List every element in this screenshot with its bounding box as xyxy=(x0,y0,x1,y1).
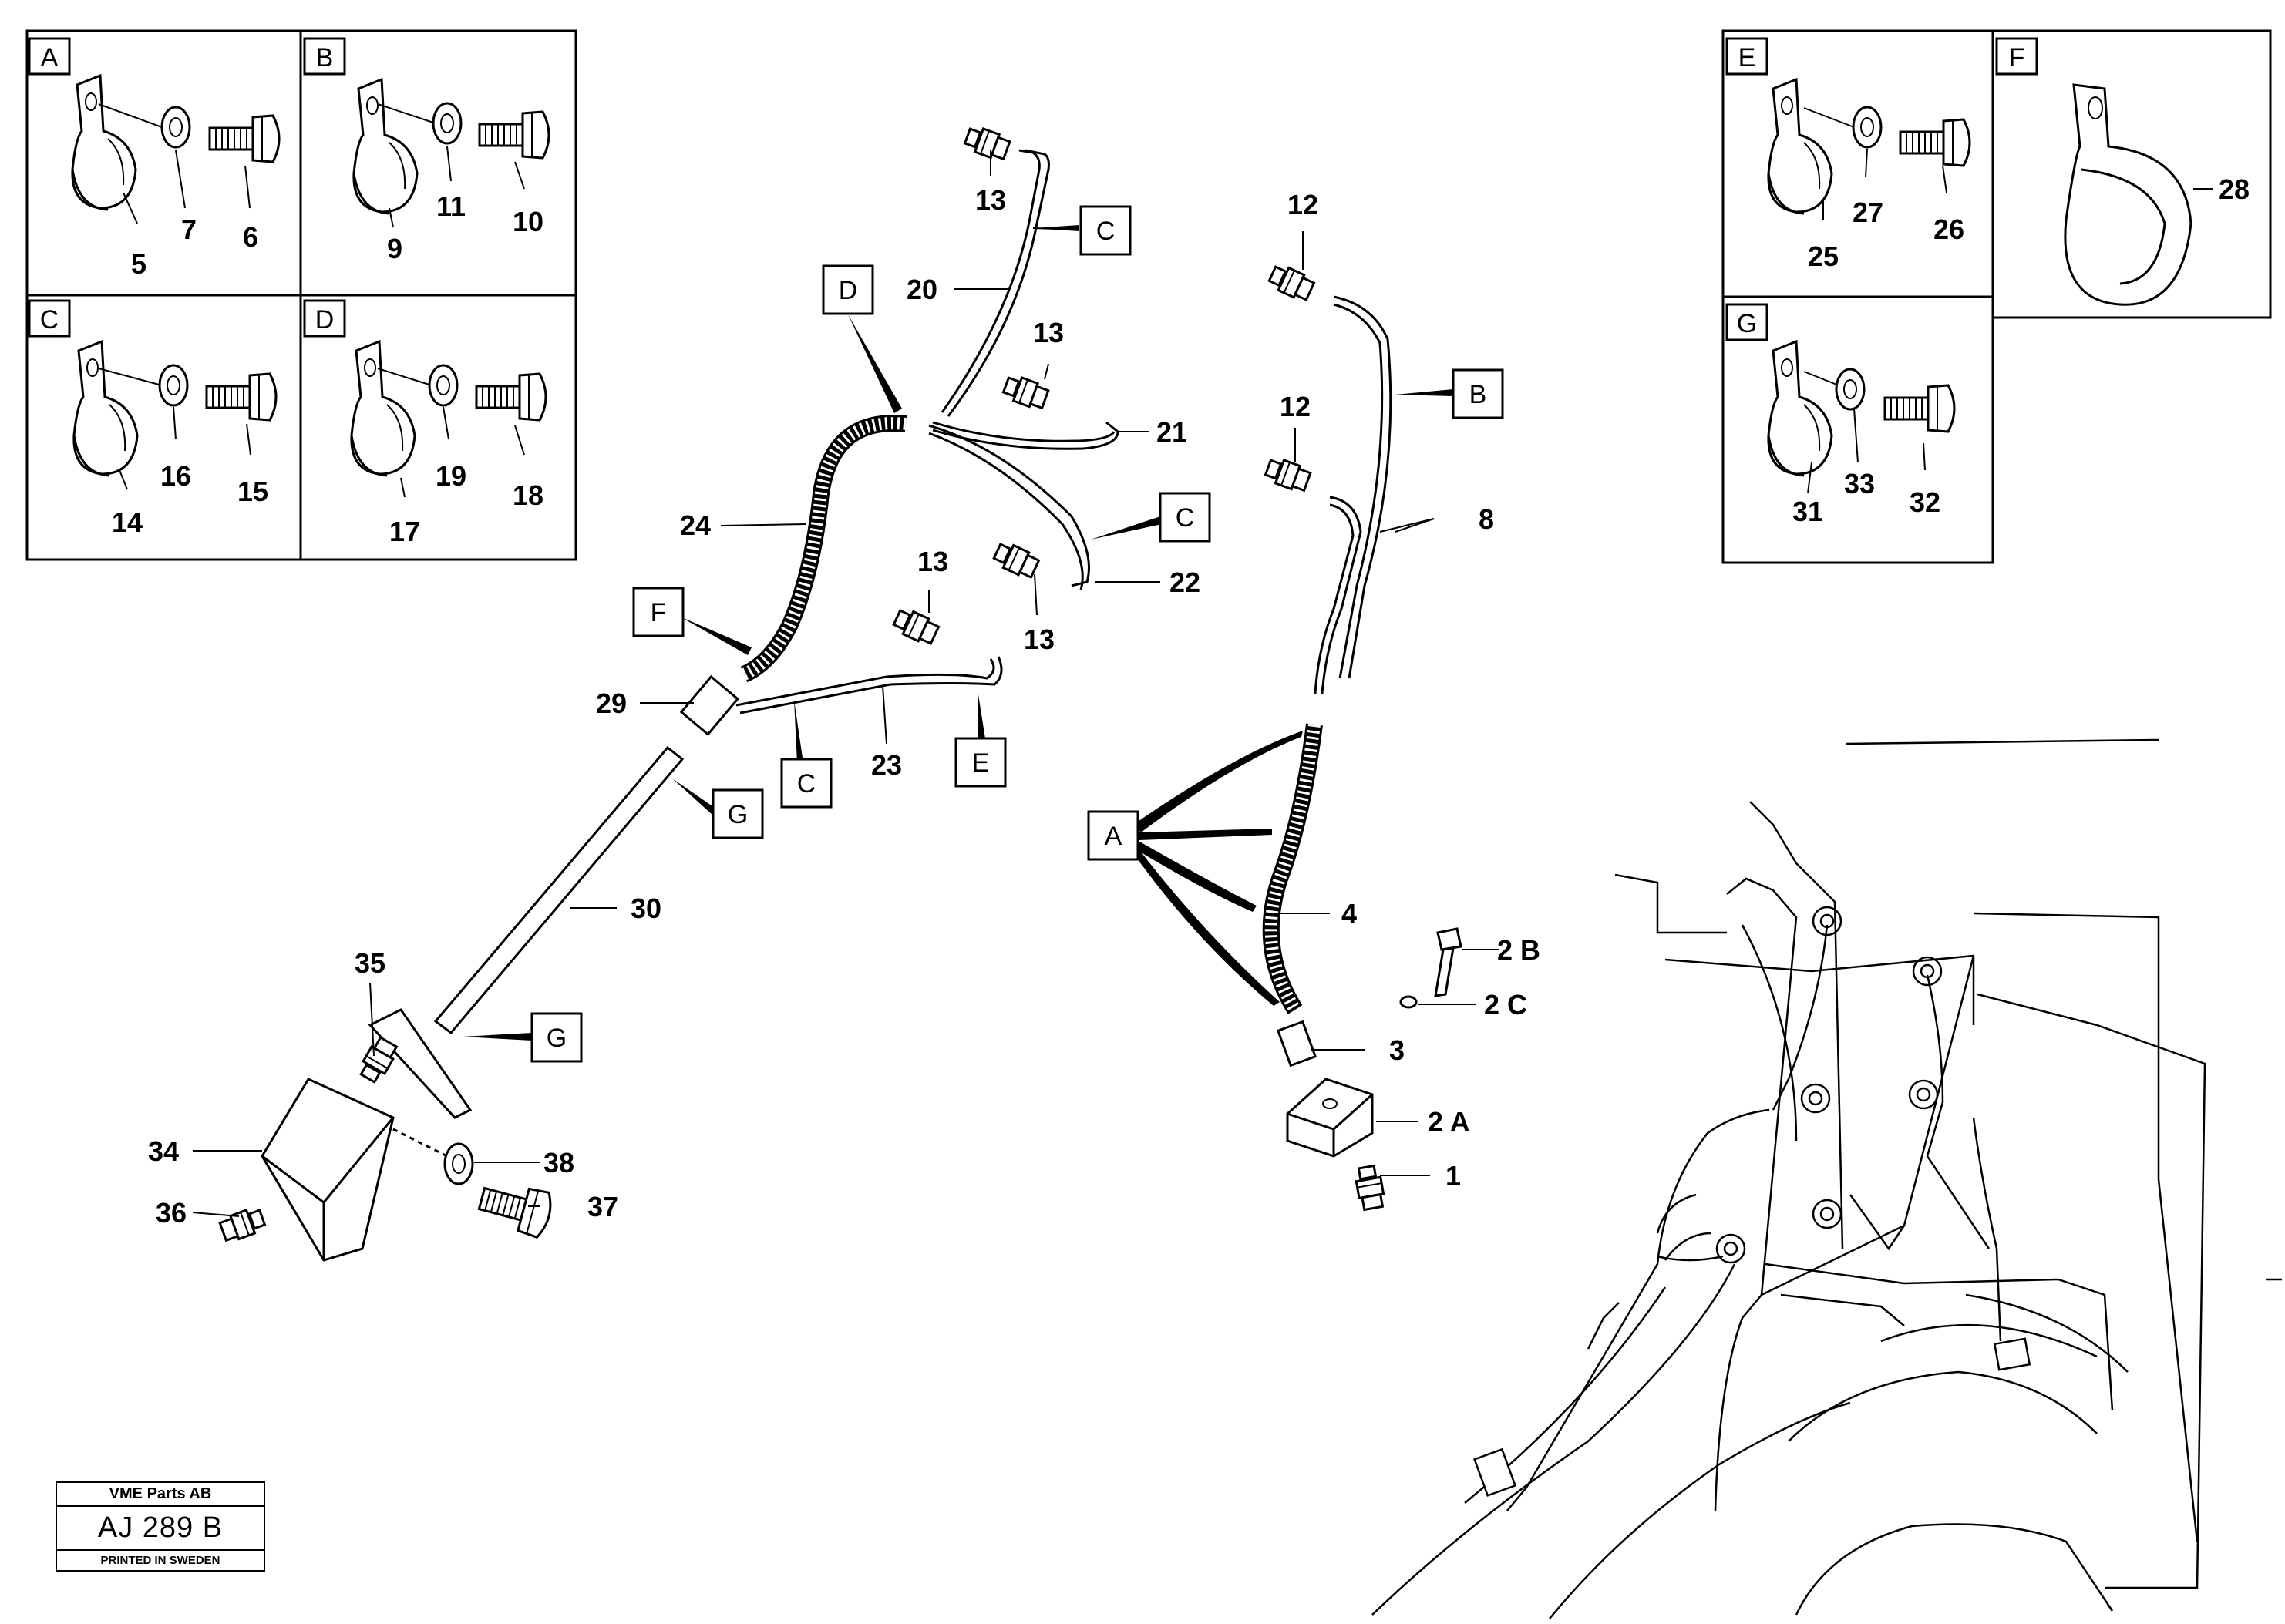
callout-23: 23 xyxy=(871,749,902,781)
detail-f: F 28 xyxy=(1995,37,2250,306)
title-stamp: VME Parts AB AJ 289 B PRINTED IN SWEDEN xyxy=(56,1481,265,1572)
callout-12: 12 xyxy=(1280,391,1311,422)
callout-12: 12 xyxy=(1287,189,1318,220)
detail-letter: E xyxy=(1738,43,1756,72)
part-number: 17 xyxy=(389,516,420,547)
callout-36: 36 xyxy=(156,1197,187,1229)
part-number: 32 xyxy=(1910,486,1940,518)
callout-2b: 2 B xyxy=(1497,934,1540,966)
callout-30: 30 xyxy=(631,893,661,924)
callout-21: 21 xyxy=(1156,416,1187,448)
callout-4: 4 xyxy=(1341,898,1357,930)
detail-panel-right xyxy=(1721,29,2272,564)
part-number: 6 xyxy=(243,221,258,253)
lube-assembly-left xyxy=(217,123,1119,1262)
part-number: 10 xyxy=(513,206,543,237)
detail-b: B 9 11 10 xyxy=(303,37,550,264)
callout-35: 35 xyxy=(355,947,385,979)
callout-37: 37 xyxy=(587,1191,618,1222)
part-number: 28 xyxy=(2219,173,2250,205)
part-number: 16 xyxy=(160,460,191,492)
callout-38: 38 xyxy=(543,1147,574,1178)
ref-letter-g: G xyxy=(728,800,748,829)
detail-panel-left xyxy=(25,29,577,561)
detail-letter: D xyxy=(315,305,335,335)
callout-3: 3 xyxy=(1389,1034,1405,1066)
callout-20: 20 xyxy=(907,274,937,305)
callout-13: 13 xyxy=(975,184,1006,216)
callout-24: 24 xyxy=(680,509,711,541)
ref-letter-b: B xyxy=(1469,380,1487,409)
callout-2a: 2 A xyxy=(1428,1106,1470,1138)
part-number: 7 xyxy=(181,214,197,245)
callout-2c: 2 C xyxy=(1484,989,1527,1020)
part-number: 26 xyxy=(1933,214,1964,245)
detail-d: D 17 19 18 xyxy=(303,299,547,547)
ref-letter-d: D xyxy=(839,276,858,305)
callout-22: 22 xyxy=(1169,567,1200,598)
part-number: 27 xyxy=(1853,197,1883,228)
ref-letter-e: E xyxy=(972,748,990,778)
callout-leaders xyxy=(192,150,1499,1217)
part-number: 25 xyxy=(1808,240,1839,272)
reference-boxes: C D C F E C G G B xyxy=(463,205,1504,1063)
detail-letter: C xyxy=(40,305,59,335)
ref-letter-c: C xyxy=(1176,503,1195,533)
stamp-printed: PRINTED IN SWEDEN xyxy=(100,1554,220,1567)
detail-a: A 5 7 6 xyxy=(28,37,281,280)
part-number: 33 xyxy=(1844,468,1875,499)
callout-numbers: 13 20 13 21 22 13 24 13 29 23 30 35 34 3… xyxy=(148,184,1540,1229)
part-number: 15 xyxy=(237,476,268,507)
callout-1: 1 xyxy=(1445,1160,1461,1192)
callout-13: 13 xyxy=(1024,624,1055,655)
detail-e: E 25 27 26 xyxy=(1725,37,1971,272)
callout-34: 34 xyxy=(148,1135,179,1167)
part-number: 11 xyxy=(436,190,466,222)
detail-c: C 14 16 15 xyxy=(28,299,278,538)
part-number: 18 xyxy=(513,479,543,511)
part-number: 9 xyxy=(387,233,402,264)
ref-letter-c: C xyxy=(797,769,816,799)
lube-assembly-right xyxy=(1262,261,1462,1212)
detail-letter: A xyxy=(41,43,59,72)
ref-letter-f: F xyxy=(651,598,667,627)
part-number: 31 xyxy=(1792,496,1823,527)
ref-letter-g: G xyxy=(547,1024,567,1053)
detail-letter: B xyxy=(316,43,334,72)
detail-letter: F xyxy=(2009,43,2025,72)
callout-8: 8 xyxy=(1479,503,1494,535)
callout-13: 13 xyxy=(1033,317,1064,348)
callout-29: 29 xyxy=(596,688,627,719)
part-number: 19 xyxy=(436,460,466,492)
stamp-company: VME Parts AB xyxy=(57,1483,264,1507)
callout-13: 13 xyxy=(917,546,948,577)
stamp-code: AJ 289 B xyxy=(57,1507,264,1551)
part-number: 14 xyxy=(112,506,143,538)
detail-g: G 31 33 32 xyxy=(1725,303,1956,527)
ref-letter-c: C xyxy=(1096,217,1116,246)
ref-letter-a: A xyxy=(1105,822,1122,851)
detail-letter: G xyxy=(1737,309,1757,338)
machine-illustration xyxy=(1371,738,2282,1619)
part-number: 5 xyxy=(131,248,146,280)
